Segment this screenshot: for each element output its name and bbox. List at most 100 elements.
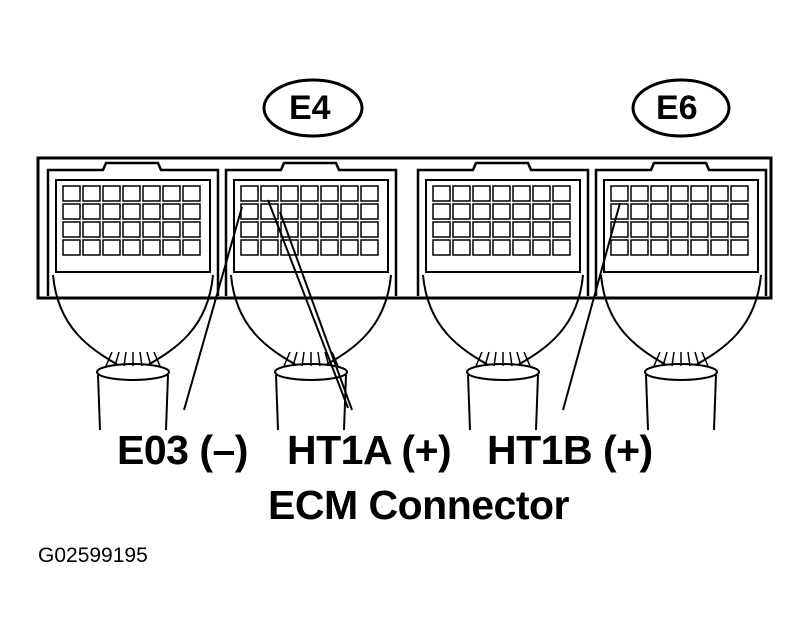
wire-strand xyxy=(153,351,161,367)
pin-cavity xyxy=(82,185,101,202)
pin-cavity xyxy=(452,203,471,220)
wire-strand xyxy=(653,351,661,367)
pin-cavity xyxy=(102,221,121,238)
pin-cavity xyxy=(260,221,279,238)
pin-cavity xyxy=(182,221,201,238)
pin-cavity xyxy=(300,203,319,220)
pin-cavity xyxy=(320,203,339,220)
harness-fan-right xyxy=(695,274,762,366)
pin-cavity xyxy=(512,239,531,256)
pin-cavity xyxy=(360,185,379,202)
block-outline xyxy=(416,161,590,296)
wire-strand xyxy=(662,351,668,367)
pin-cavity xyxy=(102,239,121,256)
wire-strand xyxy=(292,351,298,367)
connector-blocks xyxy=(46,161,768,296)
pin-frame xyxy=(233,179,389,273)
wire-strand xyxy=(283,351,291,367)
pin-cavity xyxy=(552,185,571,202)
harness-fan-right xyxy=(517,274,584,366)
wire-strand xyxy=(317,351,321,367)
sleeve-top xyxy=(96,363,170,381)
diagram-caption: ECM Connector xyxy=(268,482,570,528)
wire-strand xyxy=(493,351,497,367)
harness-fan-left xyxy=(52,274,119,366)
pin-cavity xyxy=(532,203,551,220)
pin-cavity xyxy=(360,203,379,220)
pin-cavity xyxy=(650,239,669,256)
wire-strand xyxy=(146,351,152,367)
ecm-housing xyxy=(36,156,773,300)
sleeve-left xyxy=(645,374,649,431)
pin-cavity xyxy=(630,221,649,238)
harness xyxy=(600,274,762,431)
pin-cavity xyxy=(690,221,709,238)
harness xyxy=(422,274,584,431)
pin-cavity xyxy=(670,221,689,238)
pin-cavity xyxy=(650,185,669,202)
pin-cavity xyxy=(492,221,511,238)
block-outline xyxy=(594,161,768,296)
pin-cavity xyxy=(320,239,339,256)
pin-cavity xyxy=(690,203,709,220)
sleeve-right xyxy=(713,374,717,431)
e4-oval xyxy=(262,78,364,138)
sleeve-right xyxy=(535,374,539,431)
pin-cavity xyxy=(280,203,299,220)
pin-cavity xyxy=(532,185,551,202)
pin-cavity xyxy=(492,239,511,256)
pin-cavity xyxy=(552,203,571,220)
pin-cavity xyxy=(512,203,531,220)
pin-cavity xyxy=(472,239,491,256)
pin-cavity xyxy=(340,239,359,256)
terminal-label-e03: E03 (–) xyxy=(117,427,248,473)
pin-cavity xyxy=(472,185,491,202)
sleeve-left xyxy=(467,374,471,431)
pin-cavity xyxy=(240,221,259,238)
wire-strand xyxy=(123,351,127,367)
harness xyxy=(230,274,392,431)
pin-cavity xyxy=(630,239,649,256)
pin-cavity xyxy=(102,203,121,220)
connector-block xyxy=(594,161,768,296)
pin-cavity xyxy=(432,185,451,202)
pin-cavity xyxy=(82,239,101,256)
wire-harnesses xyxy=(52,274,762,431)
pin-cavity xyxy=(162,185,181,202)
wire-strand xyxy=(114,351,120,367)
wire-strand xyxy=(523,351,531,367)
pin-cavity xyxy=(62,185,81,202)
pin-cavity xyxy=(670,203,689,220)
block-outline xyxy=(46,161,220,296)
pin-frame xyxy=(603,179,759,273)
pin-cavity xyxy=(182,239,201,256)
figure-reference: G02599195 xyxy=(38,544,148,567)
pin-cavity xyxy=(630,203,649,220)
pin-cavity xyxy=(610,221,629,238)
leader-lines xyxy=(183,199,621,411)
pin-frame xyxy=(425,179,581,273)
pin-cavity xyxy=(142,185,161,202)
pin-cavity xyxy=(730,203,749,220)
pin-cavity xyxy=(300,221,319,238)
harness-fan-right xyxy=(325,274,392,366)
pin-cavity xyxy=(610,185,629,202)
pin-cavity xyxy=(260,239,279,256)
wire-strand xyxy=(484,351,490,367)
pin-cavity xyxy=(710,185,729,202)
pin-cavity xyxy=(552,239,571,256)
harness-fan-left xyxy=(230,274,297,366)
sleeve-left xyxy=(97,374,101,431)
pin-cavity xyxy=(122,203,141,220)
harness-fan-left xyxy=(422,274,489,366)
sleeve-top xyxy=(466,363,540,381)
pin-cavity xyxy=(340,221,359,238)
pin-cavity xyxy=(102,185,121,202)
pin-cavity xyxy=(472,203,491,220)
pin-cavity xyxy=(142,239,161,256)
pin-cavity xyxy=(162,221,181,238)
wire-strand xyxy=(516,351,522,367)
pin-cavity xyxy=(340,203,359,220)
